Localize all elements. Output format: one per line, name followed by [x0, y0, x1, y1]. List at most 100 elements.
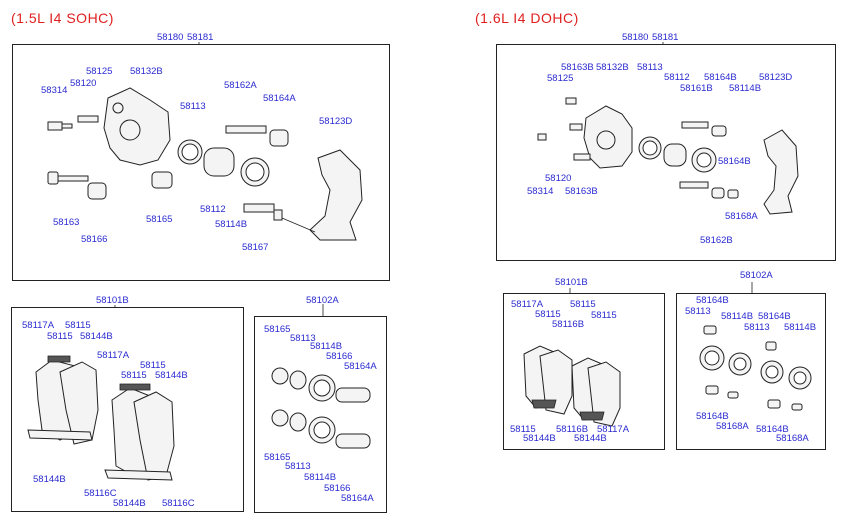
sohc-guide-pin-icon	[47, 171, 173, 200]
label-part: 58120	[70, 78, 97, 89]
label-part: 58113	[180, 101, 206, 112]
dohc-pad-set-2-icon	[571, 357, 621, 427]
dohc-caliper-bracket-icon	[763, 129, 799, 215]
label-part: 58144B	[155, 370, 188, 381]
box-sohc-seals	[254, 316, 387, 513]
label-part: 58162A	[224, 80, 257, 91]
dohc-guide-pin-icon	[679, 121, 739, 199]
box-dohc-seals	[676, 293, 826, 450]
sohc-caliper-body-icon	[103, 87, 171, 166]
label-part: 58113	[285, 461, 311, 472]
label-part: 58116C	[84, 488, 117, 499]
label-part: 58115	[140, 360, 166, 371]
label-part: 58114B	[721, 311, 754, 322]
dohc-pad-set-1-icon	[523, 345, 573, 415]
label-part: 58181	[652, 32, 679, 43]
dohc-small-bolts-icon	[537, 97, 591, 161]
label-part: 58115	[121, 370, 147, 381]
label-part: 58165	[264, 452, 291, 463]
label-part: 58116B	[556, 424, 589, 435]
label-part: 58101B	[555, 277, 588, 288]
label-part: 58168A	[776, 433, 809, 444]
sohc-pad-set-1-icon	[27, 355, 99, 445]
label-part: 58144B	[80, 331, 113, 342]
label-part: 58114B	[215, 219, 248, 230]
label-part: 58181	[187, 32, 214, 43]
label-part: 58164B	[704, 72, 737, 83]
label-part: 58144B	[574, 433, 607, 444]
label-part: 58114B	[310, 341, 343, 352]
label-part: 58168A	[716, 421, 749, 432]
label-part: 58165	[264, 324, 291, 335]
dohc-piston-seal-icon	[638, 136, 717, 173]
box-dohc-caliper	[496, 44, 836, 261]
label-part: 58163B	[565, 186, 598, 197]
label-part: 58163B	[561, 62, 594, 73]
label-part: 58164B	[696, 295, 729, 306]
label-part: 58123D	[319, 116, 353, 127]
label-part: 58125	[547, 73, 574, 84]
label-part: 58113	[685, 306, 711, 317]
label-part: 58114B	[304, 472, 337, 483]
label-part: 58163	[53, 217, 80, 228]
label-part: 58164A	[341, 493, 374, 504]
label-part: 58120	[545, 173, 572, 184]
label-part: 58164B	[758, 311, 791, 322]
label-part: 58117A	[22, 320, 55, 331]
label-part: 58132B	[596, 62, 629, 73]
label-part: 58113	[290, 333, 316, 344]
label-part: 58116C	[162, 498, 195, 509]
label-part: 58180	[622, 32, 649, 43]
dohc-caliper-body-icon	[583, 105, 633, 169]
label-part: 58164A	[263, 93, 296, 104]
sohc-pin-boot-icon	[225, 125, 289, 221]
label-part: 58116B	[552, 319, 585, 330]
label-part: 58115	[535, 309, 561, 320]
label-part: 58102A	[306, 295, 339, 306]
label-part: 58113	[637, 62, 663, 73]
box-sohc-caliper	[12, 44, 390, 281]
label-part: 58314	[527, 186, 554, 197]
label-part: 58168A	[725, 211, 758, 222]
box-dohc-pads	[503, 293, 665, 450]
sohc-seal-kit-top-icon	[271, 367, 371, 403]
label-part: 58117A	[97, 350, 130, 361]
title-sohc: (1.5L I4 SOHC)	[11, 10, 114, 26]
label-part: 58112	[664, 72, 690, 83]
label-part: 58162B	[700, 235, 733, 246]
label-part: 58166	[81, 234, 108, 245]
label-part: 58115	[591, 310, 617, 321]
label-part: 58144B	[523, 433, 556, 444]
box-sohc-pads	[11, 307, 244, 512]
dohc-seal-kit-icon	[699, 325, 812, 411]
label-part: 58132B	[130, 66, 163, 77]
sohc-caliper-bracket-icon	[309, 149, 363, 241]
label-part: 58117A	[597, 424, 630, 435]
label-part: 58102A	[740, 270, 773, 281]
label-part: 58165	[146, 214, 173, 225]
label-part: 58167	[242, 242, 269, 253]
label-part: 58112	[200, 204, 226, 215]
label-part: 58164B	[756, 424, 789, 435]
label-part: 58144B	[113, 498, 146, 509]
label-part: 58114B	[784, 322, 817, 333]
label-part: 58161B	[680, 83, 713, 94]
label-part: 58180	[157, 32, 184, 43]
sohc-seal-kit-bottom-icon	[271, 409, 371, 449]
label-part: 58114B	[729, 83, 762, 94]
label-part: 58115	[47, 331, 73, 342]
label-part: 58314	[41, 85, 68, 96]
label-part: 58117A	[511, 299, 544, 310]
title-dohc: (1.6L I4 DOHC)	[475, 10, 579, 26]
label-part: 58164B	[696, 411, 729, 422]
label-part: 58164A	[344, 361, 377, 372]
label-part: 58113	[744, 322, 770, 333]
label-part: 58123D	[759, 72, 793, 83]
label-part: 58115	[65, 320, 91, 331]
label-part: 58166	[326, 351, 353, 362]
label-part: 58115	[510, 424, 536, 435]
sohc-piston-seal-icon	[177, 139, 270, 187]
label-part: 58166	[324, 483, 351, 494]
label-part: 58125	[86, 66, 113, 77]
